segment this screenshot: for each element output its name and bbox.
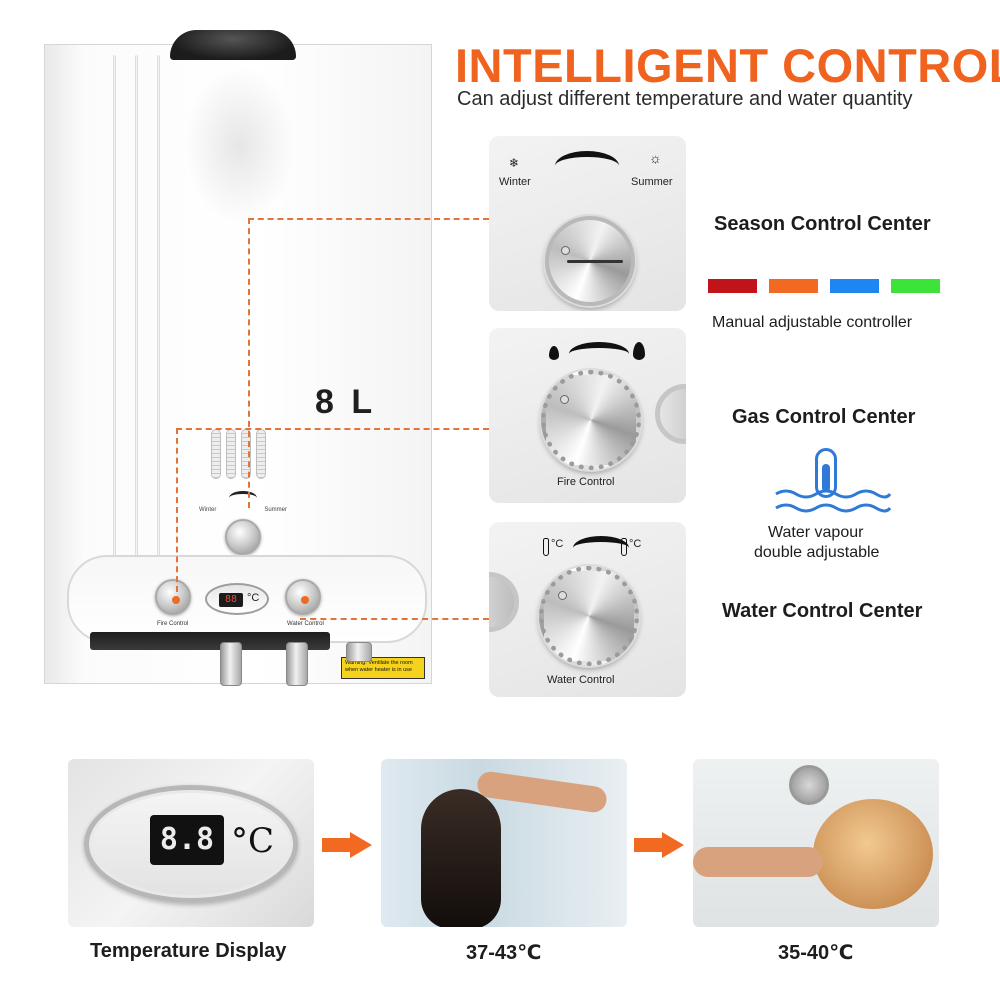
caption-hair-range: 37-43℃ bbox=[466, 942, 542, 964]
body-groove bbox=[135, 55, 138, 595]
water-heading: Water Control Center bbox=[722, 600, 923, 622]
fire-arc-icon bbox=[569, 342, 629, 366]
card-fire-label: Fire Control bbox=[557, 476, 615, 488]
mini-display-value: 88 bbox=[219, 593, 243, 607]
season-control-card: ❄ Winter ☼ Summer bbox=[489, 136, 686, 311]
low-temp-icon bbox=[543, 538, 549, 556]
arm-shape bbox=[693, 847, 823, 877]
fire-leader-line bbox=[176, 428, 489, 592]
mini-season-selector: Winter Summer bbox=[199, 489, 287, 517]
wave-icon bbox=[775, 503, 892, 513]
color-swatch-green bbox=[891, 279, 940, 293]
dog-shape bbox=[813, 799, 933, 909]
card-water-label: Water Control bbox=[547, 674, 615, 686]
temperature-display-photo: 8.8 °C bbox=[68, 759, 314, 927]
arm-shape bbox=[475, 770, 609, 814]
mini-water-label: Water Control bbox=[287, 621, 324, 627]
fire-knob-closeup[interactable] bbox=[541, 370, 641, 470]
high-temp-icon bbox=[621, 538, 627, 556]
capacity-label: 8 L bbox=[315, 383, 377, 421]
water-knob-marker bbox=[301, 596, 309, 604]
body-groove bbox=[113, 55, 116, 595]
season-knob-closeup[interactable] bbox=[545, 216, 635, 306]
display-bezel bbox=[84, 785, 298, 903]
large-flame-icon bbox=[633, 342, 645, 360]
thermometer-icon bbox=[815, 448, 837, 498]
color-swatch-blue bbox=[830, 279, 879, 293]
season-knob[interactable] bbox=[225, 519, 261, 555]
fire-control-card: Fire Control bbox=[489, 328, 686, 503]
hair-washing-photo bbox=[381, 759, 627, 927]
card-summer-label: Summer bbox=[631, 176, 673, 188]
card-winter-label: Winter bbox=[499, 176, 531, 188]
page-title: INTELLIGENT CONTROL bbox=[455, 39, 1000, 92]
hair-shape bbox=[421, 789, 501, 927]
mini-display-unit: °C bbox=[247, 592, 260, 604]
caption-temperature-display: Temperature Display bbox=[90, 940, 287, 962]
body-groove bbox=[157, 55, 160, 595]
arrow-right-icon bbox=[634, 832, 686, 858]
wave-icon bbox=[775, 489, 892, 499]
swatch-caption: Manual adjustable controller bbox=[712, 314, 913, 331]
card-unit-right: °C bbox=[629, 538, 642, 550]
blurred-logo bbox=[185, 65, 295, 225]
fire-knob-marker bbox=[172, 596, 180, 604]
sun-icon: ☼ bbox=[649, 150, 662, 166]
season-arc-icon bbox=[555, 151, 619, 181]
vapour-line-2: double adjustable bbox=[754, 544, 880, 561]
vapour-line-1: Water vapour bbox=[768, 524, 864, 541]
page-subtitle: Can adjust different temperature and wat… bbox=[457, 88, 913, 110]
exhaust-cap bbox=[170, 30, 296, 60]
adjacent-knob bbox=[489, 572, 519, 632]
mini-winter-label: Winter bbox=[199, 507, 217, 513]
warning-sticker: Warning: Ventilate the room when water h… bbox=[341, 657, 425, 679]
color-swatch-orange bbox=[769, 279, 818, 293]
card-unit-left: °C bbox=[551, 538, 564, 550]
season-heading: Season Control Center bbox=[714, 213, 931, 235]
shower-head-shape bbox=[789, 765, 829, 805]
dog-bathing-photo bbox=[693, 759, 939, 927]
season-leader-line bbox=[248, 218, 489, 508]
gas-heading: Gas Control Center bbox=[732, 406, 916, 428]
display-digits: 8.8 bbox=[150, 815, 224, 865]
adjacent-knob bbox=[655, 384, 686, 444]
water-heater-illustration: 8 L Winter Summer Fire Control 88 °C Wat… bbox=[44, 44, 432, 684]
color-swatch-red bbox=[708, 279, 757, 293]
mini-temperature-display: 88 °C bbox=[205, 583, 269, 615]
mini-arc-icon bbox=[229, 491, 257, 505]
display-unit: °C bbox=[231, 821, 275, 861]
caption-dog-range: 35-40℃ bbox=[778, 942, 854, 964]
water-knob-closeup[interactable] bbox=[539, 566, 639, 666]
small-flame-icon bbox=[549, 346, 559, 360]
mini-fire-label: Fire Control bbox=[157, 621, 189, 627]
snowflake-icon: ❄ bbox=[509, 156, 520, 170]
water-leader-line bbox=[300, 618, 489, 620]
water-pipes bbox=[90, 632, 372, 702]
mini-summer-label: Summer bbox=[264, 507, 287, 513]
water-control-card: °C °C Water Control bbox=[489, 522, 686, 697]
water-arc-icon bbox=[573, 536, 629, 560]
arrow-right-icon bbox=[322, 832, 374, 858]
